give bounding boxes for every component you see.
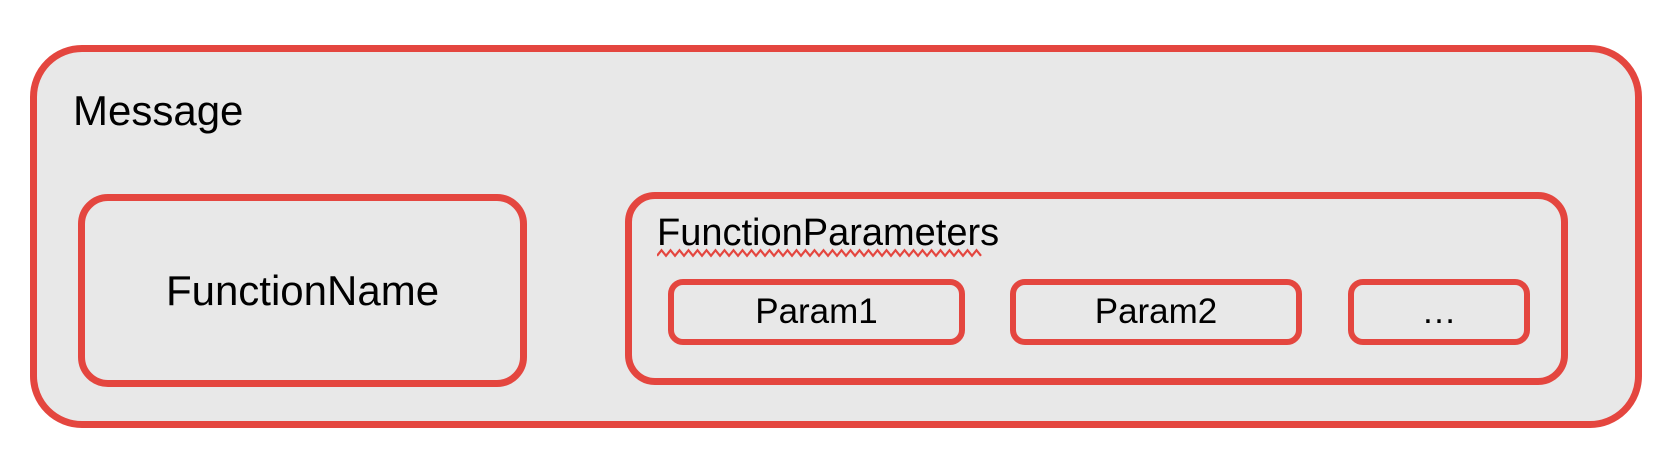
param2-label: Param2 [1094,292,1218,331]
param1-label: Param1 [755,292,878,331]
param-ellipsis-label: … [1421,292,1457,331]
function-name-label: FunctionName [165,266,440,314]
spellcheck-squiggle-icon [657,248,982,258]
function-parameters-box: FunctionParameters Param1 Param2 … [625,192,1568,385]
function-parameters-label: FunctionParameters [657,212,1000,254]
message-label: Message [73,87,244,134]
param-ellipsis-box: … [1348,279,1530,345]
param1-box: Param1 [668,279,965,345]
param2-box: Param2 [1010,279,1302,345]
message-box: Message FunctionName FunctionParameters … [30,45,1642,428]
function-name-box: FunctionName [78,194,527,387]
